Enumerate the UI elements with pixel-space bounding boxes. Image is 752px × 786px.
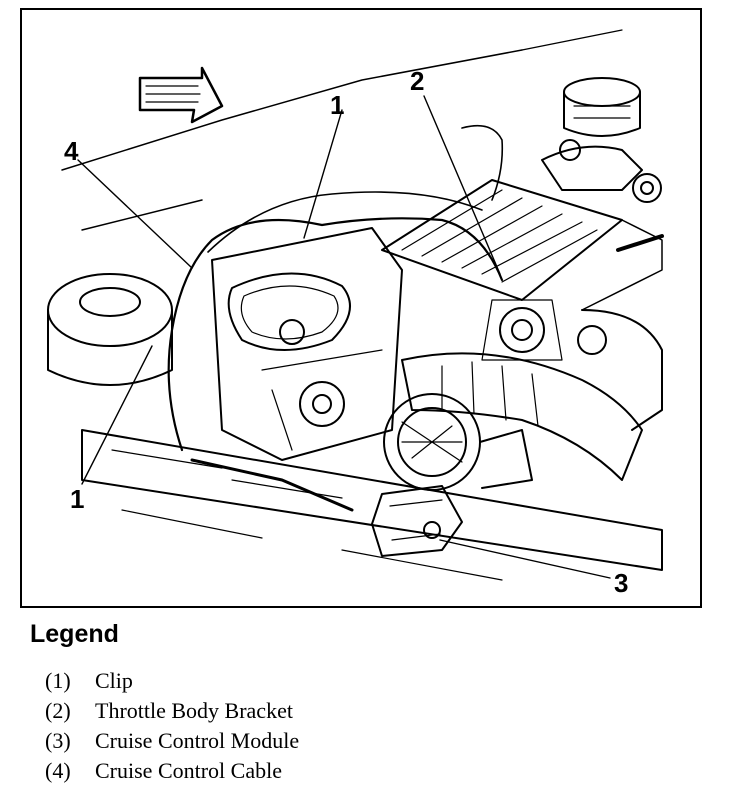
callout-1-top: 1 — [330, 90, 344, 120]
legend-item-text: Cruise Control Cable — [95, 758, 282, 783]
leader-lines — [77, 95, 611, 579]
legend-item: (2) Throttle Body Bracket — [45, 696, 299, 726]
legend-item: (1) Clip — [45, 666, 299, 696]
engine-diagram: 1 2 4 1 3 — [20, 8, 702, 608]
engine-illustration: 1 2 4 1 3 — [47, 29, 664, 598]
legend-list: (1) Clip (2) Throttle Body Bracket (3) Crui… — [45, 666, 299, 786]
strut-tower — [47, 273, 173, 386]
legend-item: (3) Cruise Control Module — [45, 726, 299, 756]
callout-4: 4 — [64, 136, 79, 166]
valve-cover — [381, 179, 664, 311]
legend-item-number: (4) — [45, 758, 71, 783]
throttle-body — [481, 299, 607, 361]
legend-item-number: (1) — [45, 668, 71, 693]
brake-reservoir — [541, 77, 643, 191]
callout-labels: 1 2 4 1 3 — [64, 66, 628, 598]
legend-item-text: Clip — [95, 668, 133, 693]
radiator-support — [81, 429, 663, 581]
legend-item: (4) Cruise Control Cable — [45, 756, 299, 786]
legend-item-number: (2) — [45, 698, 71, 723]
alternator — [383, 393, 533, 491]
cruise-control-cable — [167, 124, 504, 452]
intake-tube — [401, 309, 663, 481]
callout-2: 2 — [410, 66, 424, 96]
timing-cover — [211, 227, 403, 461]
legend-title: Legend — [30, 620, 119, 648]
cruise-control-module — [371, 485, 463, 557]
legend-item-text: Cruise Control Module — [95, 728, 300, 753]
callout-1-left: 1 — [70, 484, 84, 514]
legend-item-text: Throttle Body Bracket — [95, 698, 293, 723]
legend-item-number: (3) — [45, 728, 71, 753]
direction-arrow-icon — [138, 66, 224, 124]
callout-3: 3 — [614, 568, 628, 598]
